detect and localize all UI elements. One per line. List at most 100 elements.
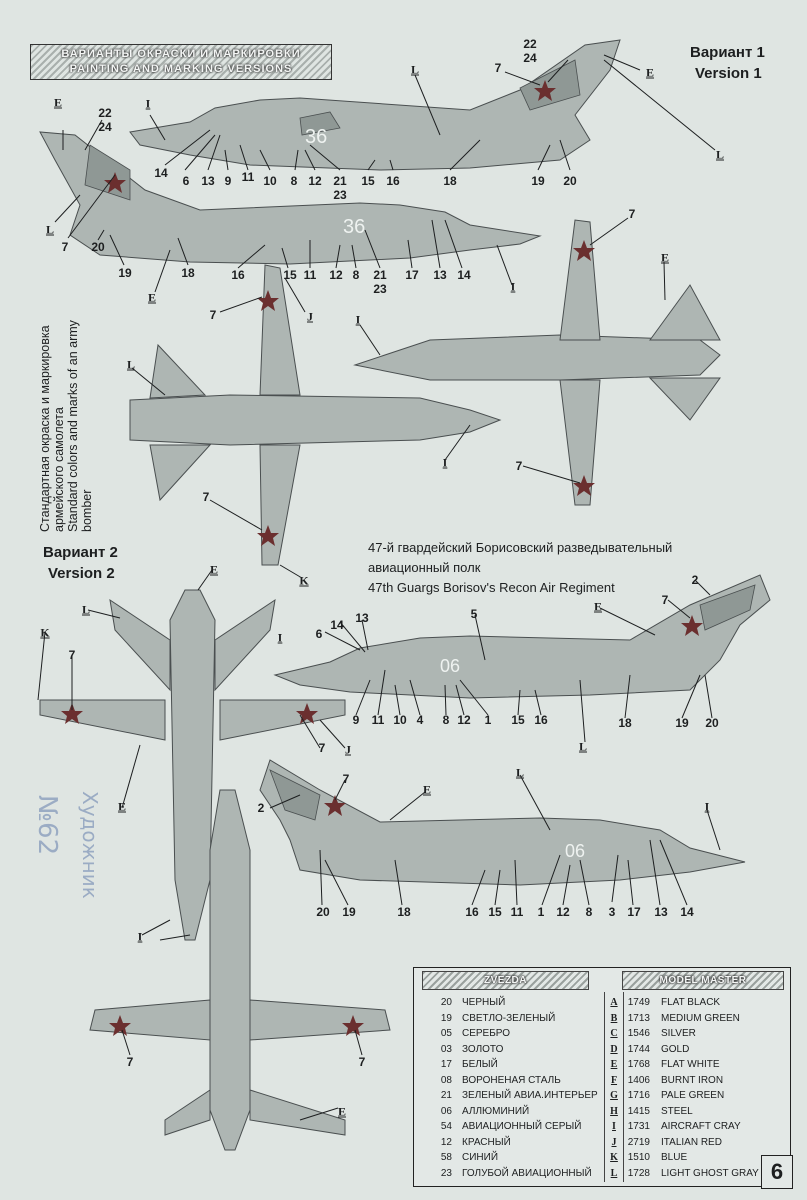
star-icon	[61, 703, 83, 724]
v1-top-view	[129, 264, 502, 566]
callout-7: 7	[494, 61, 502, 75]
callout-2: 2	[257, 801, 265, 815]
color-key-letter: F	[610, 1074, 618, 1086]
color-key-letter: A	[610, 997, 618, 1008]
callout-E: E	[645, 65, 655, 80]
version2-label-ru: Вариант 2	[43, 544, 118, 561]
legend-divider	[604, 992, 605, 1182]
callout-21: 21	[373, 268, 387, 282]
callout-E: E	[660, 250, 670, 265]
model-master-row: 1749 FLAT BLACK	[624, 997, 784, 1011]
callout-K: K	[40, 625, 50, 640]
callout-E: E	[337, 1104, 347, 1119]
model-master-row: 1768 FLAT WHITE	[624, 1059, 784, 1073]
star-icon	[573, 240, 595, 261]
callout-7: 7	[202, 490, 210, 504]
callout-L: L	[715, 147, 725, 162]
page-number: 6	[761, 1155, 793, 1189]
callout-14: 14	[457, 268, 471, 282]
callout-16: 16	[534, 713, 548, 727]
model-master-name: GOLD	[661, 1043, 690, 1055]
callout-22: 22	[523, 37, 537, 51]
callout-J: J	[345, 742, 351, 757]
color-key-letter: E	[610, 1059, 618, 1070]
callout-E: E	[117, 799, 127, 814]
callout-12: 12	[556, 905, 570, 919]
callout-18: 18	[618, 716, 632, 730]
color-key-letter: D	[610, 1043, 618, 1055]
color-key-letter: G	[610, 1090, 618, 1101]
callout-20: 20	[563, 174, 577, 188]
callout-7: 7	[358, 1055, 366, 1069]
star-icon	[534, 80, 556, 101]
callout-19: 19	[118, 266, 132, 280]
zvezda-name: ВОРОНЕНАЯ СТАЛЬ	[462, 1074, 561, 1086]
zvezda-code: 58	[440, 1152, 452, 1163]
star-icon	[573, 475, 595, 496]
callout-8: 8	[352, 268, 360, 282]
callout-16: 16	[386, 174, 400, 188]
callout-8: 8	[442, 713, 450, 727]
zvezda-name: СВЕТЛО-ЗЕЛЕНЫЙ	[462, 1012, 556, 1024]
callout-L: L	[81, 602, 91, 617]
regiment-en: 47th Guargs Borisov's Recon Air Regiment	[368, 580, 615, 595]
regiment-ru-2: авиационный полк	[368, 560, 481, 575]
model-master-code: 1716	[627, 1090, 650, 1101]
callout-13: 13	[355, 611, 369, 625]
zvezda-header: ZVEZDA	[422, 971, 589, 990]
callout-13: 13	[654, 905, 668, 919]
callout-20: 20	[316, 905, 330, 919]
model-master-name: STEEL	[661, 1105, 693, 1117]
callout-I: I	[510, 279, 516, 294]
callout-8: 8	[585, 905, 593, 919]
model-master-name: FLAT WHITE	[661, 1059, 720, 1070]
model-master-name: FLAT BLACK	[661, 997, 721, 1008]
color-key-letter: H	[610, 1105, 618, 1117]
version1-label-en: Version 1	[695, 65, 762, 82]
callout-9: 9	[352, 713, 360, 727]
callout-21: 21	[333, 174, 347, 188]
model-master-name: BURNT IRON	[661, 1074, 724, 1086]
callout-18: 18	[397, 905, 411, 919]
callout-20: 20	[705, 716, 719, 730]
callout-19: 19	[675, 716, 689, 730]
callout-19: 19	[342, 905, 356, 919]
zvezda-name: СЕРЕБРО	[462, 1028, 511, 1039]
callout-E: E	[209, 562, 219, 577]
title-banner: ВАРИАНТЫ ОКРАСКИ И МАРКИРОВКИ PAINTING A…	[30, 44, 332, 80]
model-master-code: 1510	[627, 1152, 650, 1163]
version1-label-ru: Вариант 1	[690, 44, 765, 61]
callout-14: 14	[680, 905, 694, 919]
star-icon	[296, 703, 318, 724]
zvezda-code: 06	[440, 1105, 452, 1117]
callout-2: 2	[691, 573, 699, 587]
model-master-name: PALE GREEN	[661, 1090, 725, 1101]
zvezda-code: 08	[440, 1074, 452, 1086]
callout-15: 15	[283, 268, 297, 282]
zvezda-code: 21	[440, 1090, 452, 1101]
zvezda-code: 12	[440, 1136, 452, 1148]
callout-7: 7	[61, 240, 69, 254]
model-master-code: 1744	[627, 1043, 650, 1055]
callout-12: 12	[329, 268, 343, 282]
v2-side-right-tail-number: 06	[565, 841, 585, 861]
callout-5: 5	[470, 607, 478, 621]
model-master-code: 1749	[627, 997, 650, 1008]
handwritten-word: Художник	[78, 791, 102, 899]
callout-1: 1	[537, 905, 545, 919]
callout-20: 20	[91, 240, 105, 254]
callout-23: 23	[373, 282, 387, 296]
model-master-code: 1768	[627, 1059, 650, 1070]
callout-7: 7	[515, 459, 523, 473]
model-master-code: 1713	[627, 1012, 650, 1024]
callout-7: 7	[318, 741, 326, 755]
